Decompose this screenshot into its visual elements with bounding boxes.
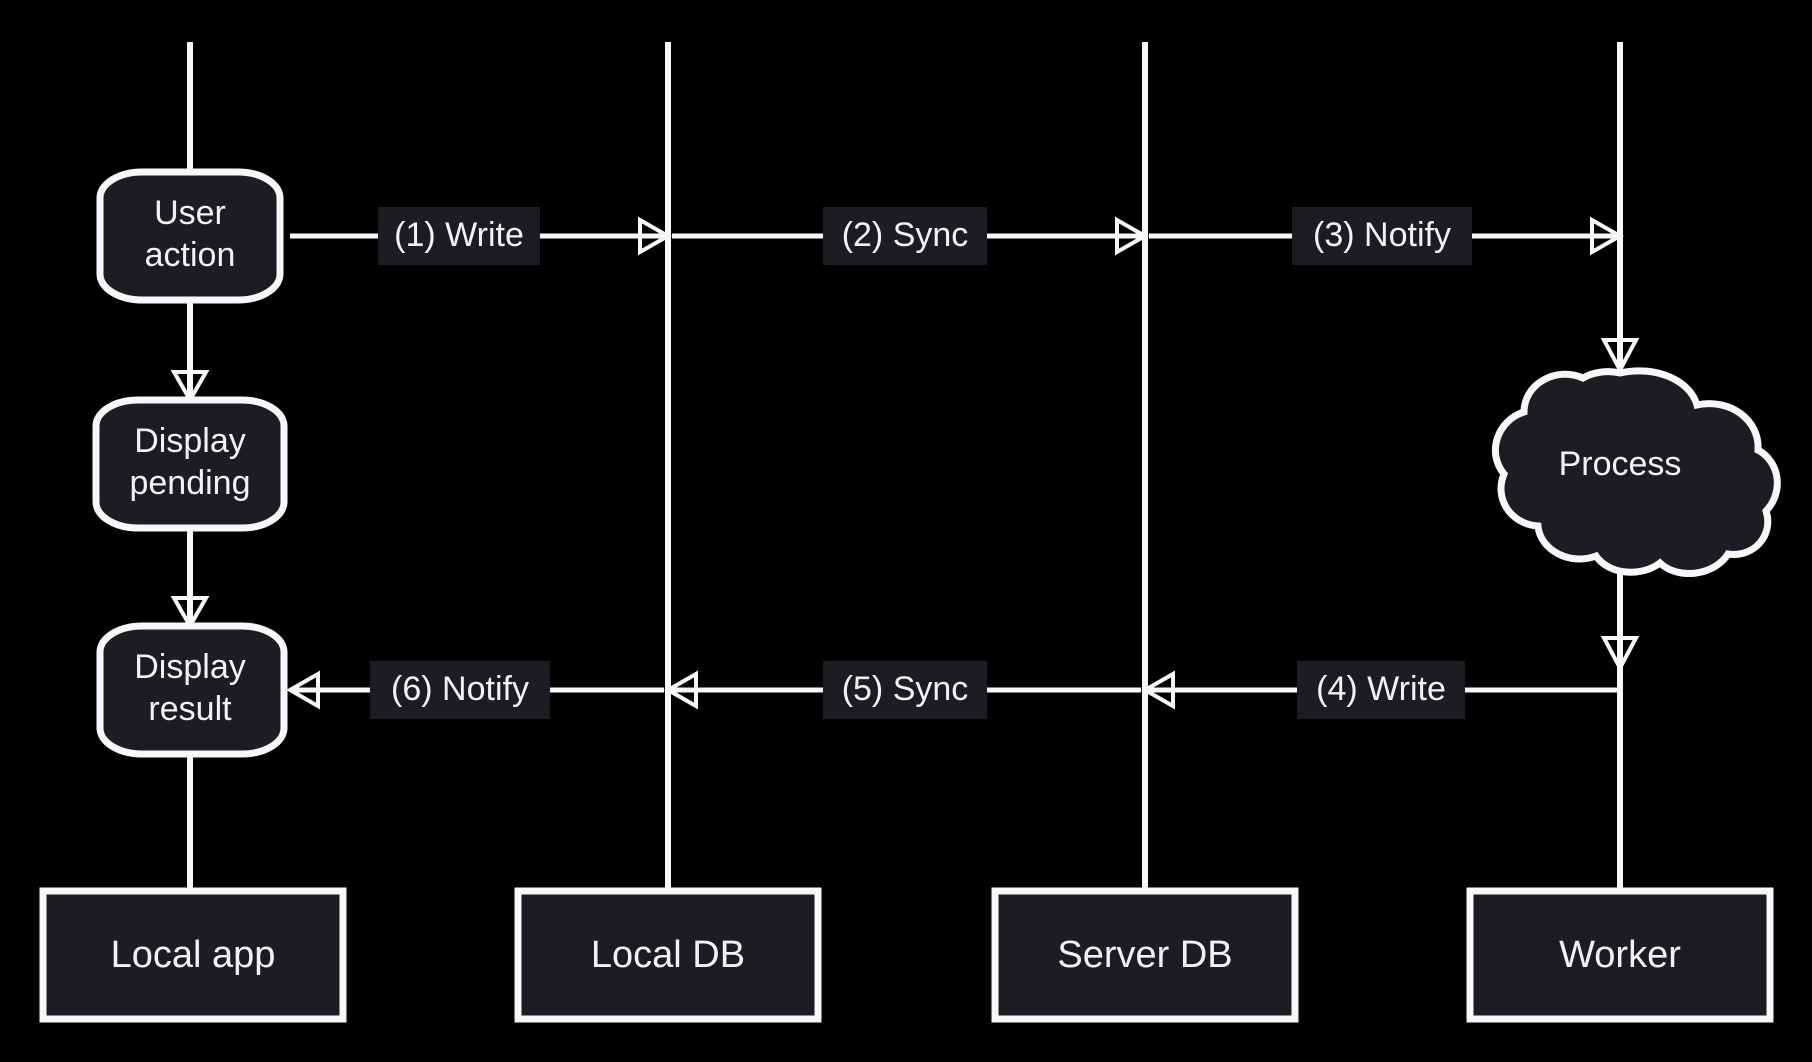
node-display-result-label-line2: result: [148, 690, 232, 728]
message-arrowheads: [285, 216, 1625, 710]
participant-local-app[interactable]: Local app: [39, 887, 347, 1023]
arrowhead-down-display-pending: [170, 370, 210, 405]
arrowhead-left-4-write: [1140, 670, 1175, 710]
message-label-2-sync-box: [823, 207, 987, 265]
participant-local-app-label: Local app: [111, 934, 276, 976]
node-user-action-label-line1: User: [154, 194, 226, 232]
lifelines: [187, 42, 1623, 890]
message-label-6-notify-text: (6) Notify: [391, 670, 529, 708]
arrowhead-down-display-result: [170, 596, 210, 631]
node-display-result[interactable]: Display result: [96, 622, 288, 758]
participant-local-db-box: [514, 887, 822, 1023]
participant-server-db-label: Server DB: [1057, 934, 1232, 976]
participant-local-db[interactable]: Local DB: [514, 887, 822, 1023]
message-label-2-sync[interactable]: (2) Sync: [823, 207, 987, 265]
participant-local-db-label: Local DB: [591, 934, 745, 976]
node-process[interactable]: Process: [1491, 367, 1781, 578]
message-label-5-sync[interactable]: (5) Sync: [823, 661, 987, 719]
node-display-pending-label-line2: pending: [129, 464, 250, 502]
arrowhead-right-1-write: [638, 216, 673, 256]
participant-local-app-box: [39, 887, 347, 1023]
node-display-pending-shape: [92, 396, 288, 532]
message-label-1-write-box: [378, 207, 540, 265]
participant-server-db-box: [991, 887, 1299, 1023]
arrowhead-down-process: [1600, 338, 1640, 375]
node-display-result-shape: [96, 622, 288, 758]
participant-boxes: Local app Local DB Server DB Worker: [39, 887, 1774, 1023]
node-process-label: Process: [1559, 445, 1682, 483]
message-label-5-sync-text: (5) Sync: [842, 670, 969, 708]
node-display-result-label-line1: Display: [134, 648, 245, 686]
message-label-5-sync-box: [823, 661, 987, 719]
message-label-3-notify-box: [1292, 207, 1472, 265]
vertical-flow-arrows: [170, 300, 210, 631]
message-label-1-write-text: (1) Write: [394, 216, 524, 254]
participant-worker[interactable]: Worker: [1466, 887, 1774, 1023]
message-label-4-write[interactable]: (4) Write: [1297, 661, 1465, 719]
node-display-pending-label-line1: Display: [134, 422, 245, 460]
node-user-action[interactable]: User action: [96, 168, 284, 304]
message-label-6-notify-box: [370, 661, 550, 719]
cloud-shape-process: [1491, 367, 1781, 578]
arrowhead-right-3-notify: [1590, 216, 1625, 256]
message-label-4-write-box: [1297, 661, 1465, 719]
message-label-3-notify-text: (3) Notify: [1313, 216, 1451, 254]
participant-worker-label: Worker: [1559, 934, 1681, 976]
message-label-3-notify[interactable]: (3) Notify: [1292, 207, 1472, 265]
arrowhead-left-6-notify: [285, 670, 320, 710]
arrowhead-right-2-sync: [1115, 216, 1150, 256]
message-label-2-sync-text: (2) Sync: [842, 216, 969, 254]
arrowhead-down-worker-write: [1600, 636, 1640, 673]
message-labels: (1) Write (2) Sync (3) Notify (4) Write …: [370, 207, 1472, 719]
node-user-action-label-line2: action: [145, 236, 236, 274]
node-display-pending[interactable]: Display pending: [92, 396, 288, 532]
arrowhead-left-5-sync: [663, 670, 698, 710]
node-user-action-shape: [96, 168, 284, 304]
message-label-1-write[interactable]: (1) Write: [378, 207, 540, 265]
participant-server-db[interactable]: Server DB: [991, 887, 1299, 1023]
message-label-6-notify[interactable]: (6) Notify: [370, 661, 550, 719]
message-label-4-write-text: (4) Write: [1316, 670, 1446, 708]
participant-worker-box: [1466, 887, 1774, 1023]
